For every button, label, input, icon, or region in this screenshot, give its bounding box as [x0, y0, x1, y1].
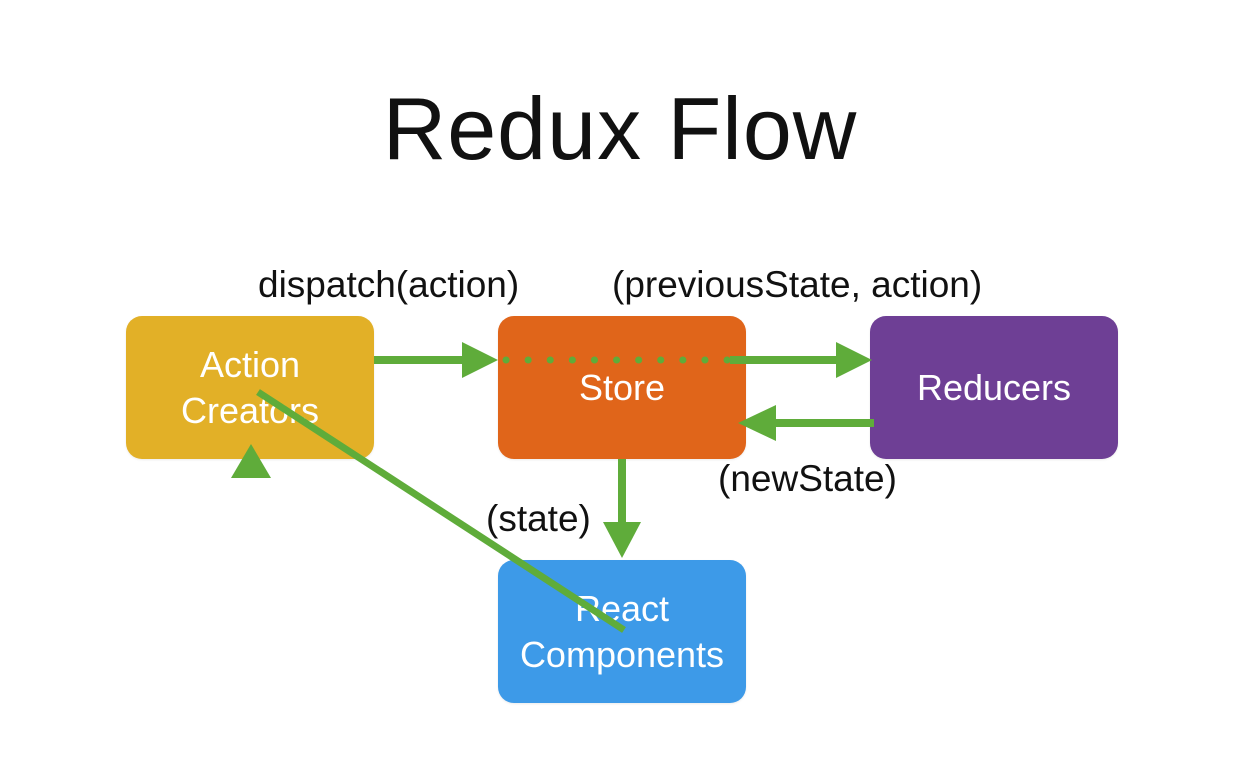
action-creators-label-line1: Action [199, 343, 301, 385]
state-label: (state) [486, 498, 591, 539]
store-box: Store [498, 316, 746, 459]
previous-state-arrowhead [836, 342, 872, 378]
diagram-title: Redux Flow [382, 79, 858, 178]
dispatch-label: dispatch(action) [258, 264, 520, 305]
store-label: Store [578, 366, 666, 408]
action-creators-label-line2: Creators [180, 389, 320, 431]
previous-state-label: (previousState, action) [612, 264, 983, 305]
react-to-action-arrow-shaft [256, 389, 626, 633]
react-components-label-line2: Components [519, 633, 725, 675]
action-creators-box: Action Creators [126, 316, 374, 459]
reducers-label: Reducers [916, 366, 1072, 408]
dispatch-arrowhead [462, 342, 498, 378]
react-to-action-arrowhead [231, 444, 271, 478]
reducers-box: Reducers [870, 316, 1118, 459]
new-state-label: (newState) [718, 458, 897, 499]
state-arrowhead [603, 522, 641, 558]
new-state-arrowhead [738, 405, 776, 441]
